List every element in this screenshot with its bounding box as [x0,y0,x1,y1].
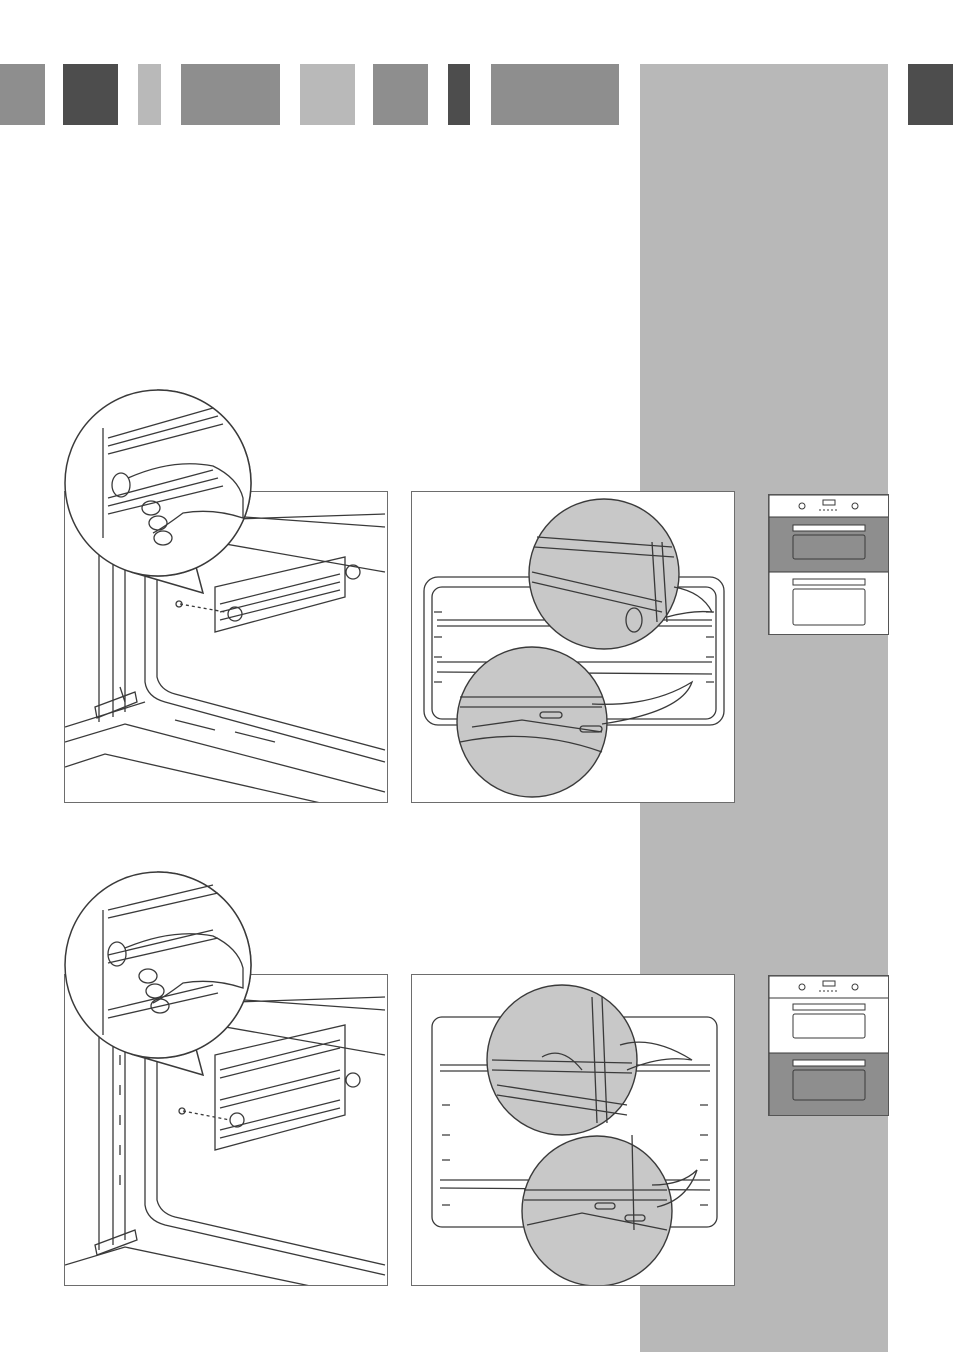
oven-thumbnail-lower-highlighted [768,975,889,1116]
header-block-8 [491,64,619,125]
header-block-corner [908,64,953,125]
double-oven-icon [769,976,889,1116]
double-oven-icon [769,495,889,635]
header-block-6 [373,64,428,125]
shelf-front-drawing [412,975,735,1286]
header-block-1 [0,64,45,125]
header-block-5 [300,64,355,125]
magnifier-bubble-hand-screw-lower [63,870,253,1080]
figure-lower-oven-shelf-fit [411,974,735,1286]
oven-thumbnail-upper-highlighted [768,494,889,635]
header-block-7 [448,64,470,125]
magnifier-bubble-hand-screw-upper [63,388,253,598]
figure-upper-oven-shelf-fit [411,491,735,803]
header-block-3 [138,64,161,125]
header-block-2 [63,64,118,125]
shelf-front-drawing [412,492,735,803]
header-block-4 [181,64,280,125]
